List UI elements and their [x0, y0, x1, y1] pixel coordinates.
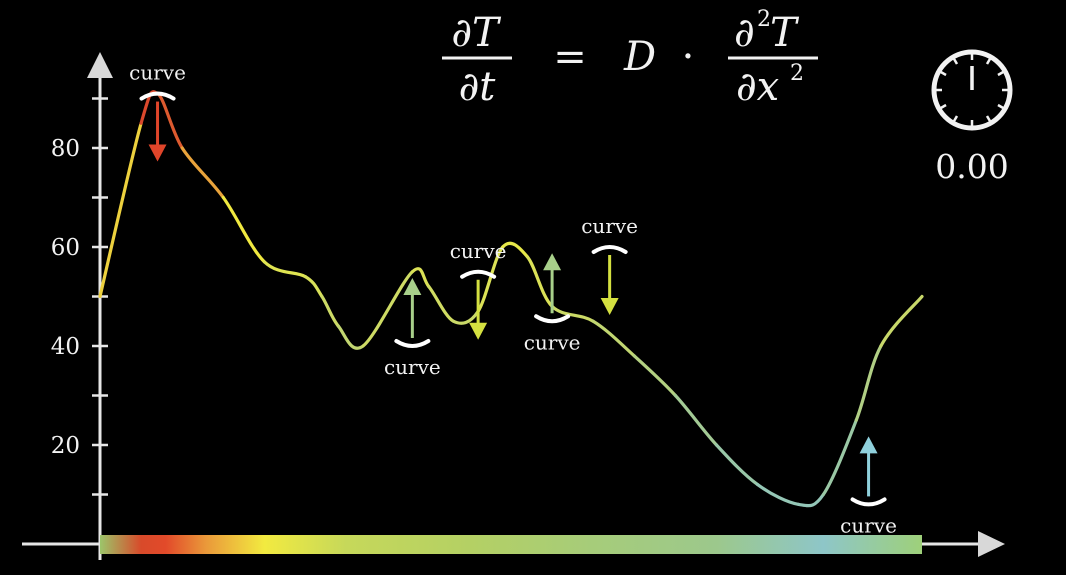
curvature-arrow-6: [859, 436, 878, 497]
extremum-highlight-2: [394, 339, 431, 348]
curve-segment: [320, 294, 340, 328]
curvature-arrow-5: [600, 255, 619, 315]
curve-label-4: curve: [524, 330, 581, 354]
curve-segment: [410, 267, 431, 289]
curve-segment: [879, 294, 924, 348]
rhs-numerator-exponent: 2: [757, 7, 771, 32]
temperature-rod: [100, 535, 922, 554]
heat-equation: ∂T ∂t = D · ∂ 2 T ∂x 2: [442, 7, 818, 110]
extremum-highlight-1: [139, 91, 176, 101]
curve-segment: [501, 241, 530, 259]
rhs-numerator-partial: ∂: [734, 10, 755, 56]
extremum-highlight-3: [460, 269, 497, 279]
curve-label-5: curve: [581, 214, 638, 238]
y-tick-label-80: 80: [51, 136, 80, 162]
extremum-highlight-4: [534, 314, 571, 324]
extremum-highlight-6: [850, 497, 887, 507]
curve-segment: [854, 344, 883, 422]
curve-label-6: curve: [840, 513, 897, 537]
curve-label-3: curve: [450, 239, 507, 263]
curve-segment: [427, 285, 456, 323]
timer-readout: 0.00: [935, 147, 1008, 186]
extrema-highlights: [139, 91, 887, 507]
curve-segment: [476, 245, 505, 313]
curvature-arrow-3: [469, 279, 488, 340]
curve-segment: [821, 418, 858, 497]
y-axis-tick-labels: 20 40 60 80: [51, 136, 80, 459]
multiply-dot: ·: [682, 34, 695, 80]
temperature-curve: [98, 90, 924, 508]
curve-segment: [525, 255, 554, 308]
diffusion-coefficient: D: [623, 34, 656, 80]
lhs-denominator: ∂t: [459, 64, 497, 110]
y-axis-arrowhead: [87, 52, 113, 78]
rhs-denominator: ∂x: [736, 64, 779, 110]
curve-segment: [221, 195, 266, 264]
rhs-denominator-exponent: 2: [790, 61, 804, 86]
y-axis-ticks: [92, 97, 108, 496]
curve-segment: [155, 91, 184, 150]
curve-segment: [714, 443, 760, 487]
lhs-numerator: ∂T: [451, 10, 502, 56]
stopwatch-icon: [931, 49, 1013, 131]
curve-segment: [673, 393, 719, 447]
curve-segment: [303, 275, 324, 299]
curve-labels: curve curve curve curve curve curve: [129, 61, 897, 538]
curvature-arrow-2: [403, 278, 422, 338]
curvature-arrows: [148, 101, 878, 497]
y-tick-label-20: 20: [51, 433, 80, 459]
curve-label-2: curve: [384, 355, 441, 379]
curve-segment: [550, 304, 595, 323]
extremum-highlight-5: [591, 245, 628, 254]
curve-segment: [98, 121, 143, 299]
curve-segment: [336, 324, 365, 350]
curve-segment: [797, 492, 825, 508]
curvature-arrow-4: [543, 253, 562, 314]
y-axis: [87, 52, 113, 560]
equals-sign: =: [553, 34, 587, 80]
curve-segment: [180, 146, 225, 200]
x-axis-arrowhead: [978, 531, 1005, 557]
curvature-arrow-1: [148, 101, 167, 162]
curve-segment: [756, 483, 801, 506]
curve-segment: [361, 270, 414, 348]
curve-label-1: curve: [129, 61, 186, 85]
curve-segment: [262, 260, 308, 279]
y-tick-label-60: 60: [51, 235, 80, 261]
rhs-numerator-var: T: [770, 10, 800, 56]
curve-segment: [591, 319, 636, 358]
curve-segment: [451, 309, 480, 325]
y-tick-label-40: 40: [51, 334, 80, 360]
curve-segment: [632, 354, 677, 398]
